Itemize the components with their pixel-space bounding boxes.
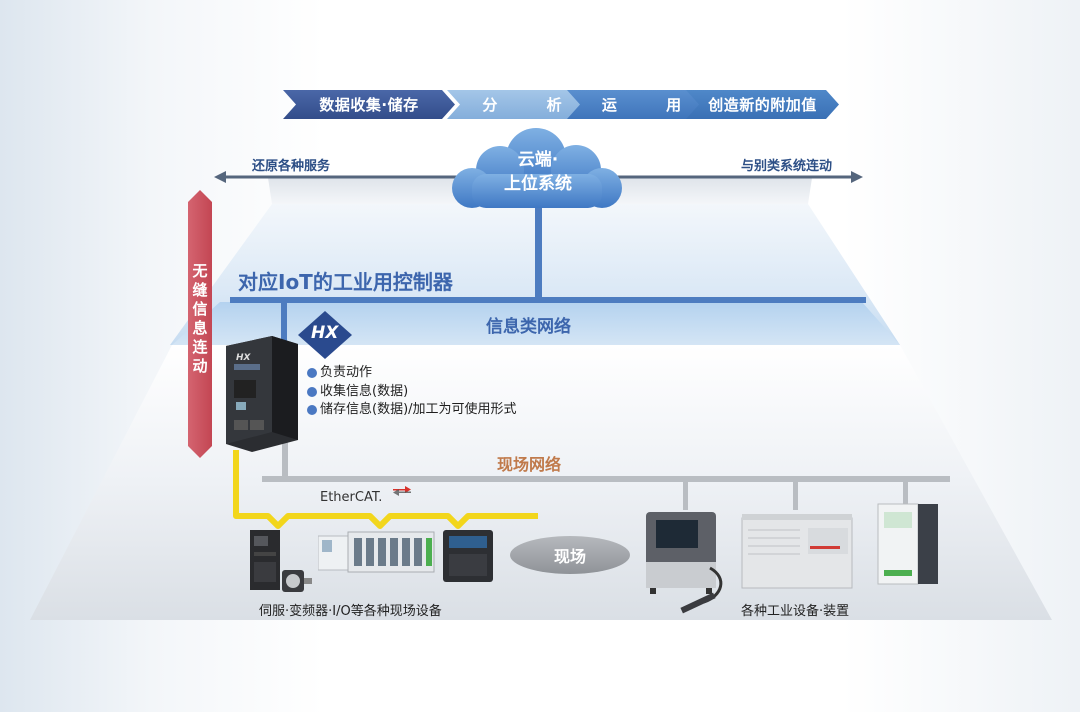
inverter-icon bbox=[443, 530, 493, 582]
chevron-label: 分 析 bbox=[482, 96, 584, 114]
controller-title: 对应IoT的工业用控制器 bbox=[238, 270, 453, 294]
controller-function-list: 负责动作 收集信息(数据) 储存信息(数据)/加工为可使用形式 bbox=[307, 364, 517, 420]
chevron-data-collection: 数据收集·储存 bbox=[283, 90, 455, 119]
cloud-link-line bbox=[535, 200, 542, 300]
ethercat-logo-text: EtherCAT. bbox=[320, 490, 383, 505]
cabinet-icon bbox=[877, 503, 938, 585]
right-devices-caption: 各种工业设备·装置 bbox=[741, 604, 850, 619]
chevron-added-value: 创造新的附加值 bbox=[686, 90, 839, 119]
list-item: 储存信息(数据)/加工为可使用形式 bbox=[307, 401, 517, 420]
list-item: 负责动作 bbox=[307, 364, 517, 383]
left-arrow-label: 还原各种服务 bbox=[252, 159, 331, 174]
controller-icon: HX bbox=[226, 336, 298, 452]
info-network-band bbox=[172, 302, 900, 345]
cloud-label-line1: 云端· bbox=[517, 150, 559, 170]
bullet-icon bbox=[307, 405, 317, 416]
bullet-icon bbox=[307, 368, 317, 379]
printer-icon bbox=[646, 512, 723, 614]
chevron-label: 创造新的附加值 bbox=[708, 96, 817, 114]
left-devices-caption: 伺服·变频器·I/O等各种现场设备 bbox=[259, 604, 442, 619]
info-network-label: 信息类网络 bbox=[486, 317, 571, 337]
function-text: 储存信息(数据)/加工为可使用形式 bbox=[320, 402, 517, 417]
function-text: 负责动作 bbox=[320, 365, 373, 380]
info-network-bus bbox=[230, 297, 866, 303]
io-module-icon bbox=[318, 531, 435, 573]
seamless-label: 无缝信息连动 bbox=[192, 262, 208, 375]
function-text: 收集信息(数据) bbox=[320, 383, 409, 399]
bullet-icon bbox=[307, 386, 317, 397]
chevron-label: 运 用 bbox=[601, 96, 704, 114]
compressor-icon bbox=[741, 514, 853, 589]
field-oval: 现场 bbox=[510, 536, 630, 574]
svg-text:HX: HX bbox=[236, 353, 252, 363]
cloud-label-line2: 上位系统 bbox=[504, 174, 572, 194]
field-oval-label: 现场 bbox=[553, 547, 586, 566]
servo-drive-icon bbox=[250, 530, 280, 590]
ethercat-arrows-icon bbox=[393, 486, 411, 496]
servo-motor-icon bbox=[282, 570, 312, 592]
cloud-icon bbox=[452, 128, 622, 208]
chevron-label: 数据收集·储存 bbox=[319, 96, 419, 114]
list-item: 收集信息(数据) bbox=[307, 383, 517, 402]
hx-logo-text: HX bbox=[311, 323, 339, 343]
seamless-link-bar bbox=[188, 190, 212, 458]
ethercat-logo: EtherCAT. bbox=[320, 490, 382, 505]
right-arrow-label: 与别类系统连动 bbox=[741, 159, 833, 174]
ethercat-cable bbox=[233, 450, 538, 529]
field-network-bus bbox=[262, 476, 950, 482]
cloud-label: 云端· 上位系统 bbox=[488, 148, 588, 196]
hx-logo-icon bbox=[298, 311, 352, 359]
field-network-label: 现场网络 bbox=[497, 455, 562, 474]
